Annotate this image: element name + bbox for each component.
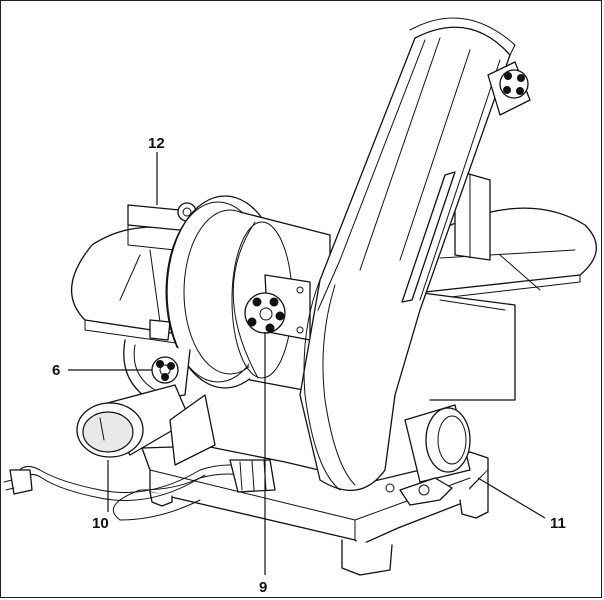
- disc-dust-port: [76, 384, 216, 466]
- top-tracking-knob: [487, 61, 531, 116]
- belt-arm: [299, 17, 516, 492]
- base-plate: [141, 445, 489, 576]
- right-work-table: [414, 169, 598, 401]
- callout-10: 10: [92, 515, 109, 532]
- belt-dust-port: [385, 404, 471, 506]
- callout-6: 6: [52, 362, 60, 379]
- belt-tension-knob: [244, 274, 311, 341]
- callout-11: 11: [550, 515, 566, 532]
- callout-9: 9: [259, 579, 267, 596]
- power-cord: [3, 459, 276, 521]
- leader-11: [477, 477, 546, 519]
- callout-12: 12: [148, 135, 165, 152]
- left-work-table: [71, 202, 201, 346]
